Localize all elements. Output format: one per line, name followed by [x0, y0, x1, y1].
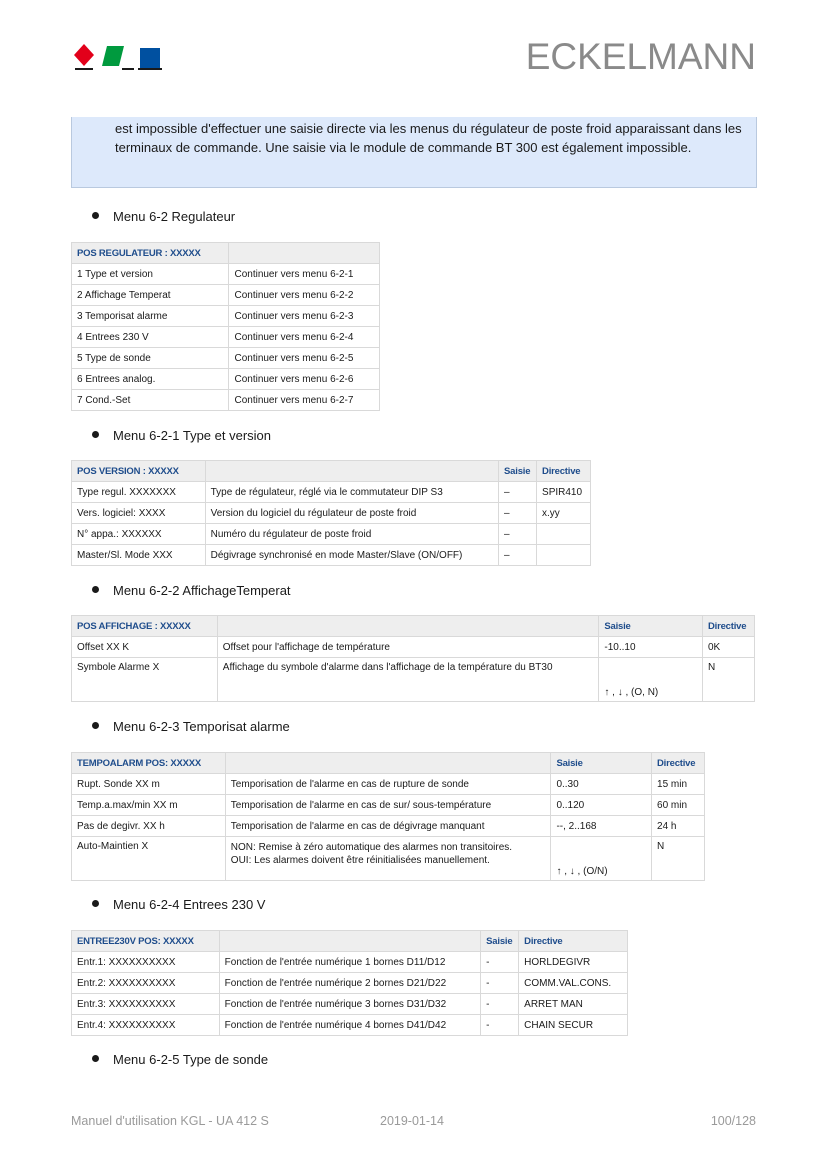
footer-title: Manuel d'utilisation KGL - UA 412 S — [71, 1114, 269, 1128]
bullet-icon — [92, 900, 99, 907]
bullet-icon — [92, 586, 99, 593]
section-heading: Menu 6-2-4 Entrees 230 V — [92, 897, 265, 912]
table-header: POS REGULATEUR : XXXXX — [70, 242, 380, 264]
section-heading: Menu 6-2-5 Type de sonde — [92, 1052, 268, 1067]
bullet-icon — [92, 1055, 99, 1062]
table-row: 6 Entrees analog.Continuer vers menu 6-2… — [70, 368, 380, 390]
info-note: est impossible d'effectuer une saisie di… — [71, 117, 757, 188]
footer-page: 100/128 — [710, 1114, 756, 1128]
saisie-arrows: ↑ , ↓ , (O, N) — [598, 657, 703, 702]
info-note-text: est impossible d'effectuer une saisie di… — [115, 121, 742, 155]
eckelmann-logo — [74, 44, 162, 70]
brand-name: ECKELMANN — [525, 36, 756, 77]
saisie-arrows: ↑ , ↓ , (O/N) — [550, 836, 653, 881]
section-heading: Menu 6-2-2 AffichageTemperat — [92, 583, 291, 598]
bullet-icon — [92, 431, 99, 438]
section-heading: Menu 6-2-1 Type et version — [92, 428, 271, 443]
bullet-icon — [92, 212, 99, 219]
section-heading: Menu 6-2 Regulateur — [92, 209, 235, 224]
footer-date: 2019-01-14 — [380, 1114, 444, 1128]
table-regulateur: POS REGULATEUR : XXXXX 1 Type et version… — [70, 242, 380, 411]
bullet-icon — [92, 722, 99, 729]
section-heading: Menu 6-2-3 Temporisat alarme — [92, 719, 290, 734]
table-row: Auto-Maintien X NON: Remise à zéro autom… — [71, 836, 705, 881]
table-row: Symbole Alarme X Affichage du symbole d'… — [71, 657, 755, 702]
